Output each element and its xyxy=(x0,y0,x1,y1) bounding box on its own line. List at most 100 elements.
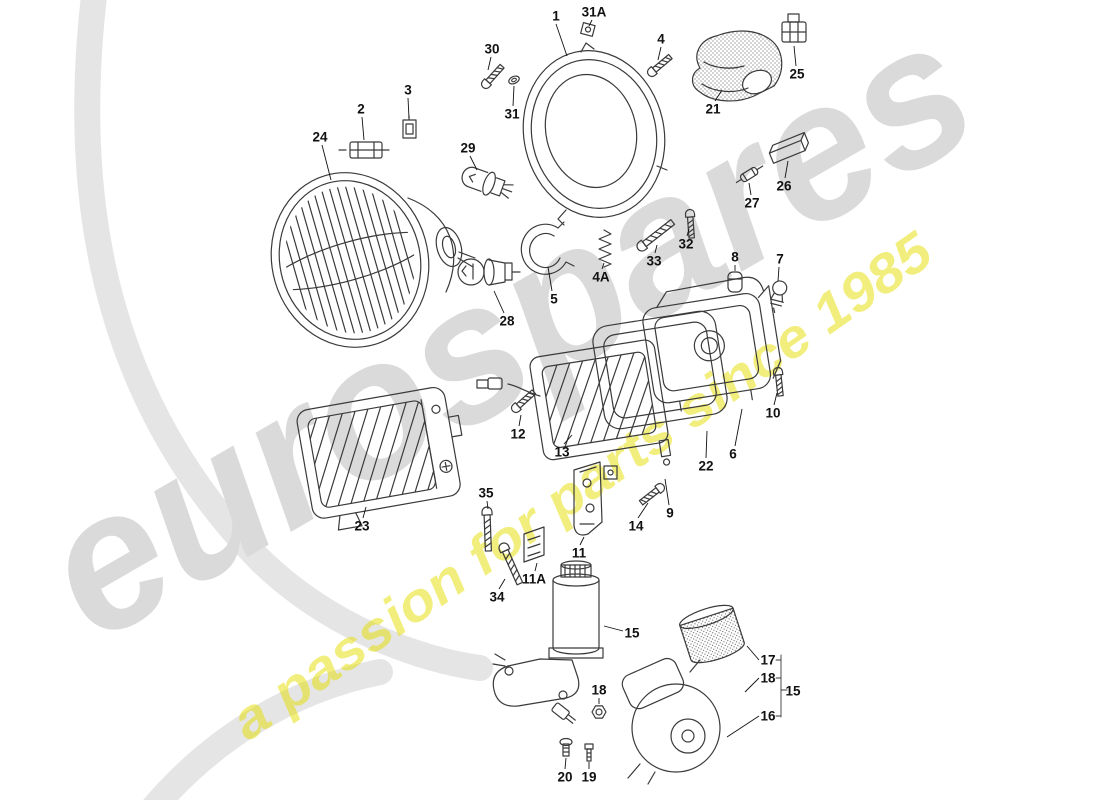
leader-line-22 xyxy=(705,430,708,459)
part-14-screw xyxy=(637,481,667,507)
leader-line-21 xyxy=(714,89,723,102)
part-31-washer xyxy=(508,75,520,85)
part-label-34[interactable]: 34 xyxy=(489,590,505,605)
part-label-23[interactable]: 23 xyxy=(354,519,370,534)
part-label-15-pump[interactable]: 15 xyxy=(624,626,640,641)
part-2-holder xyxy=(338,141,390,159)
part-label-12[interactable]: 12 xyxy=(510,427,525,442)
part-20-washer-stud xyxy=(559,737,573,757)
leader-line-11A xyxy=(534,562,538,572)
part-label-29[interactable]: 29 xyxy=(460,141,475,156)
part-label-16[interactable]: 16 xyxy=(760,709,776,724)
part-label-11A[interactable]: 11A xyxy=(522,572,546,587)
leader-line-34 xyxy=(498,578,506,590)
part-13-plug-wire xyxy=(476,377,541,397)
part-27-cartridge xyxy=(735,165,764,184)
part-label-4A[interactable]: 4A xyxy=(592,270,610,285)
leader-line-35 xyxy=(486,500,489,510)
part-label-32[interactable]: 32 xyxy=(678,237,693,252)
part-label-11[interactable]: 11 xyxy=(572,546,587,561)
part-label-18-assembly[interactable]: 18 xyxy=(760,671,776,686)
part-label-26[interactable]: 26 xyxy=(776,179,792,194)
leader-line-13 xyxy=(563,434,573,445)
part-label-10[interactable]: 10 xyxy=(765,406,780,421)
part-24-headlight xyxy=(270,171,476,349)
part-label-8[interactable]: 8 xyxy=(731,250,739,265)
part-label-19[interactable]: 19 xyxy=(581,770,596,785)
part-26-fuse xyxy=(768,131,809,164)
part-label-6[interactable]: 6 xyxy=(729,447,737,462)
part-label-3[interactable]: 3 xyxy=(404,83,412,98)
leader-line-6 xyxy=(734,408,743,447)
leader-line-3 xyxy=(407,97,410,119)
part-label-28[interactable]: 28 xyxy=(499,314,515,329)
leader-line-27 xyxy=(748,182,752,196)
part-label-2[interactable]: 2 xyxy=(357,102,365,117)
part-label-1[interactable]: 1 xyxy=(552,9,560,24)
part-label-20[interactable]: 20 xyxy=(557,770,572,785)
leader-line-31 xyxy=(512,85,515,107)
watermark-swoosh2-icon xyxy=(143,659,393,800)
leader-line-1 xyxy=(555,23,568,57)
leader-line-23 xyxy=(362,506,367,519)
leader-line-18-assembly xyxy=(744,677,760,693)
part-11a-spacer xyxy=(523,526,545,563)
part-4a-spring xyxy=(598,229,612,268)
leader-line-12 xyxy=(518,414,522,427)
leader-line-4A xyxy=(601,262,605,270)
leader-line-11 xyxy=(579,536,585,546)
part-label-31A[interactable]: 31A xyxy=(582,5,607,20)
part-label-5[interactable]: 5 xyxy=(550,292,558,307)
leader-line-5 xyxy=(547,266,553,292)
leader-line-28 xyxy=(493,290,505,314)
leader-line-2 xyxy=(361,116,365,141)
diagram-art xyxy=(270,13,809,785)
part-label-21[interactable]: 21 xyxy=(705,102,721,117)
leader-line-17 xyxy=(746,645,760,661)
part-label-17[interactable]: 17 xyxy=(760,653,775,668)
part-label-15-assembly[interactable]: 15 xyxy=(785,684,801,699)
part-16-pump-motor xyxy=(621,657,721,785)
part-label-27[interactable]: 27 xyxy=(744,196,759,211)
part-label-25[interactable]: 25 xyxy=(789,67,805,82)
part-7-bulb xyxy=(770,280,788,314)
leader-line-20 xyxy=(564,757,567,770)
part-label-35[interactable]: 35 xyxy=(478,486,494,501)
leader-line-33 xyxy=(654,244,658,254)
part-29-bulb xyxy=(461,166,514,199)
part-label-18-pump[interactable]: 18 xyxy=(591,683,607,698)
part-label-33[interactable]: 33 xyxy=(646,254,662,269)
watermark-brand: eurospares xyxy=(7,0,1009,681)
leader-line-4 xyxy=(657,46,662,61)
part-label-9[interactable]: 9 xyxy=(666,506,674,521)
part-25-connector xyxy=(781,13,807,43)
part-label-13[interactable]: 13 xyxy=(554,445,570,460)
part-30-screw xyxy=(479,62,507,91)
part-label-4[interactable]: 4 xyxy=(657,32,665,47)
leader-line-9 xyxy=(664,478,670,506)
assembly-bracket xyxy=(775,654,788,718)
part-18-nut xyxy=(591,705,607,719)
leader-line-32 xyxy=(686,228,690,237)
leader-line-7 xyxy=(777,266,780,282)
part-label-14[interactable]: 14 xyxy=(628,519,644,534)
part-1-headlight-rim xyxy=(522,42,668,226)
part-label-30[interactable]: 30 xyxy=(484,42,499,57)
part-23-fog-light xyxy=(296,386,463,531)
leader-line-30 xyxy=(487,56,492,71)
leader-line-16 xyxy=(726,715,760,738)
part-label-24[interactable]: 24 xyxy=(312,130,328,145)
part-4-screw xyxy=(645,52,674,79)
leader-line-10 xyxy=(773,392,778,406)
leader-line-24 xyxy=(321,144,332,181)
part-label-22[interactable]: 22 xyxy=(698,459,713,474)
leader-line-15-pump xyxy=(603,625,624,632)
part-15-washer-pump xyxy=(492,560,604,724)
part-label-31[interactable]: 31 xyxy=(504,107,520,122)
part-label-7[interactable]: 7 xyxy=(776,252,784,267)
part-22-gasket xyxy=(592,310,728,430)
part-3-clip xyxy=(402,115,417,139)
